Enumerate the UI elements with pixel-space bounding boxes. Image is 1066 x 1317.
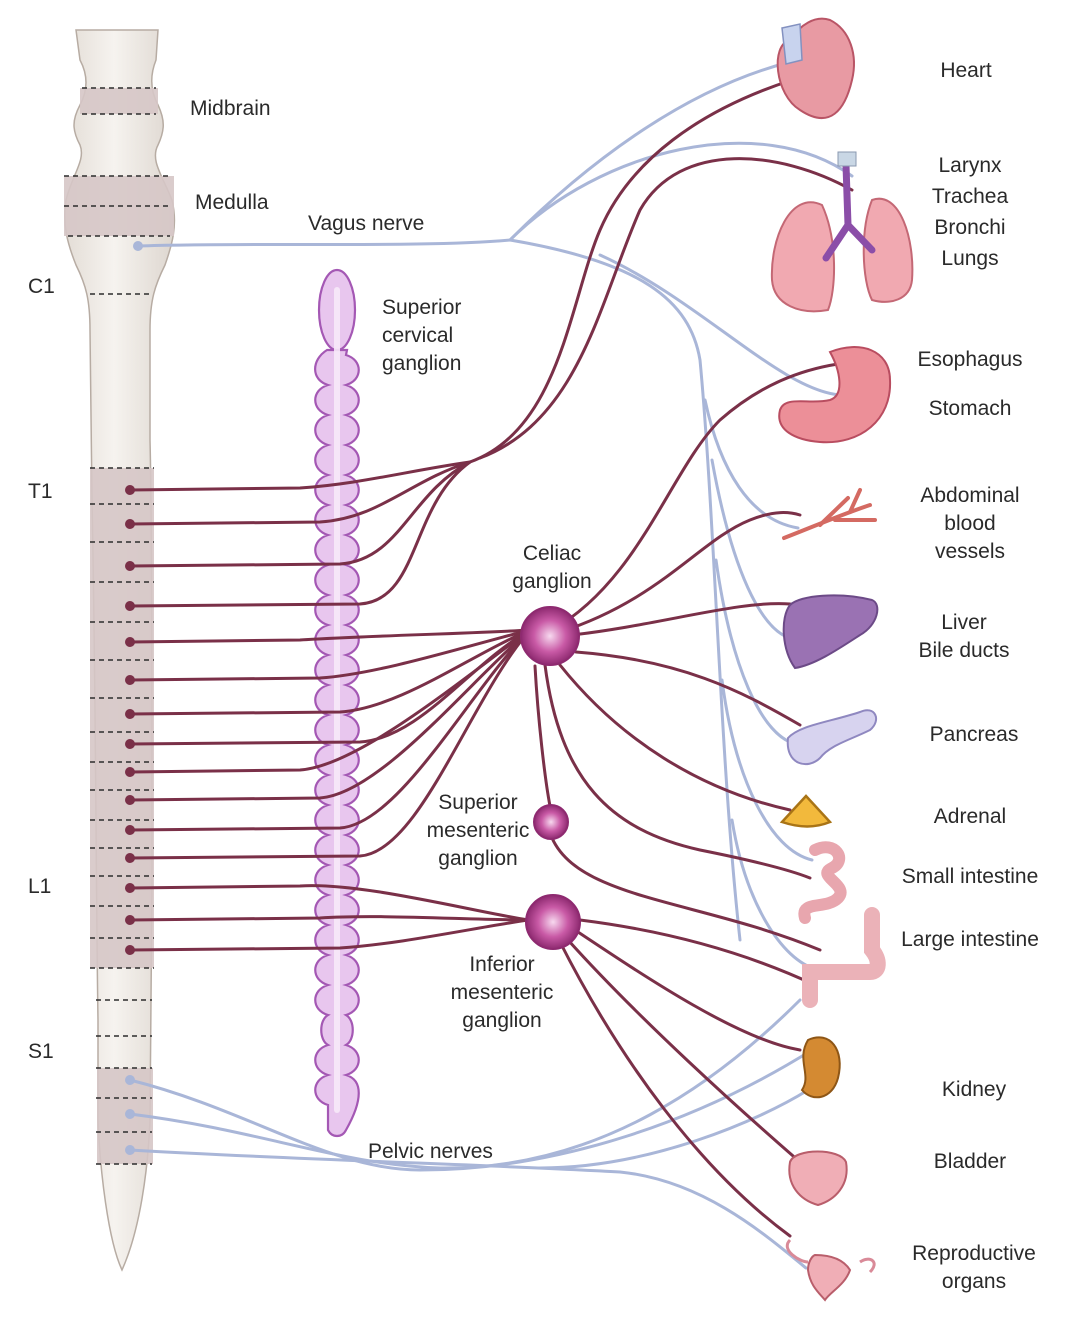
sympathetic-chain bbox=[315, 270, 359, 1136]
celiac-to-pancreas bbox=[576, 652, 800, 725]
heart-icon bbox=[778, 19, 854, 118]
label-lungs: Larynx bbox=[938, 154, 1002, 177]
label-inferior-mesenteric: ganglion bbox=[462, 1009, 541, 1032]
label-superior-cervical: cervical bbox=[382, 324, 453, 347]
preganglionic-origin-dot bbox=[125, 767, 135, 777]
label-stomach: Stomach bbox=[929, 397, 1012, 420]
label-inferior-mesenteric: Inferior bbox=[469, 953, 534, 976]
label-large-intestine: Large intestine bbox=[901, 928, 1039, 951]
label-inferior-mesenteric: mesenteric bbox=[451, 981, 554, 1004]
liver-icon bbox=[784, 595, 878, 668]
pancreas-icon bbox=[788, 710, 876, 764]
preganglionic-origin-dot bbox=[125, 853, 135, 863]
infmes-to-bladder bbox=[568, 940, 800, 1162]
vagus-to-heart bbox=[510, 62, 790, 240]
label-lungs: Trachea bbox=[932, 185, 1009, 208]
label-superior-cervical: ganglion bbox=[382, 352, 461, 375]
label-vagus-nerve: Vagus nerve bbox=[308, 212, 424, 235]
preganglionic-origin-dot bbox=[125, 675, 135, 685]
sympathetic-nerves bbox=[130, 80, 852, 1236]
label-lungs: Bronchi bbox=[934, 216, 1005, 239]
label-superior-cervical: Superior bbox=[382, 296, 461, 319]
pelvic-origin-dot-2 bbox=[125, 1109, 135, 1119]
preganglionic-origin-dot bbox=[125, 485, 135, 495]
pelvic-origin-dot-1 bbox=[125, 1075, 135, 1085]
label-superior-mesenteric: ganglion bbox=[438, 847, 517, 870]
label-superior-mesenteric: Superior bbox=[438, 791, 517, 814]
label-lungs: Lungs bbox=[941, 247, 998, 270]
label-liver: Bile ducts bbox=[918, 639, 1009, 662]
celiac-to-small-intestine bbox=[545, 665, 810, 878]
label-vessels: vessels bbox=[935, 540, 1005, 563]
label-reproductive: organs bbox=[942, 1270, 1006, 1293]
bladder-icon bbox=[789, 1152, 846, 1206]
label-l1: L1 bbox=[28, 875, 51, 898]
supmes-to-large-intestine bbox=[552, 838, 820, 950]
label-stomach: Esophagus bbox=[917, 348, 1022, 371]
preganglionic-origin-dot bbox=[125, 709, 135, 719]
label-celiac: ganglion bbox=[512, 570, 591, 593]
label-celiac: Celiac bbox=[523, 542, 581, 565]
preganglionic-origin-dot bbox=[125, 601, 135, 611]
preganglionic-origin-dot bbox=[125, 883, 135, 893]
thoracolumbar-segment bbox=[90, 468, 154, 968]
pelvic-origin-dot-3 bbox=[125, 1145, 135, 1155]
label-pelvic-nerves: Pelvic nerves bbox=[368, 1140, 493, 1163]
midbrain-segment bbox=[80, 88, 158, 114]
label-adrenal: Adrenal bbox=[934, 805, 1006, 828]
label-s1: S1 bbox=[28, 1040, 54, 1063]
vagus-to-large-intestine bbox=[732, 820, 818, 970]
preganglionic-origin-dot bbox=[125, 637, 135, 647]
label-midbrain: Midbrain bbox=[190, 97, 271, 120]
label-pancreas: Pancreas bbox=[930, 723, 1019, 746]
preganglionic-origin-dot bbox=[125, 519, 135, 529]
preganglionic-origin-dot bbox=[125, 795, 135, 805]
label-bladder: Bladder bbox=[934, 1150, 1006, 1173]
preganglionic-fiber bbox=[130, 462, 470, 566]
superior-mesenteric-ganglion bbox=[534, 805, 568, 839]
large-intestine-icon bbox=[810, 915, 878, 1000]
label-t1: T1 bbox=[28, 480, 53, 503]
infmes-to-reproductive bbox=[560, 942, 790, 1236]
vagus-origin-dot bbox=[133, 241, 143, 251]
kidney-icon bbox=[802, 1037, 840, 1097]
label-liver: Liver bbox=[941, 611, 987, 634]
organs bbox=[772, 19, 913, 1300]
label-small-intestine: Small intestine bbox=[902, 865, 1039, 888]
label-kidney: Kidney bbox=[942, 1078, 1007, 1101]
label-superior-mesenteric: mesenteric bbox=[427, 819, 530, 842]
label-medulla: Medulla bbox=[195, 191, 269, 214]
preganglionic-origin-dot bbox=[125, 915, 135, 925]
preganglionic-origin-dot bbox=[125, 561, 135, 571]
label-reproductive: Reproductive bbox=[912, 1242, 1036, 1265]
celiac-ganglion bbox=[521, 607, 579, 665]
preganglionic-origin-dot bbox=[125, 739, 135, 749]
spinal-cord bbox=[64, 30, 174, 1270]
celiac-to-adrenal bbox=[560, 665, 790, 810]
vagus-nerve-trunk bbox=[138, 240, 510, 246]
label-c1: C1 bbox=[28, 275, 55, 298]
inferior-mesenteric-ganglion bbox=[526, 895, 580, 949]
prevertebral-ganglia bbox=[521, 607, 580, 949]
label-vessels: blood bbox=[944, 512, 995, 535]
preganglionic-origin-dot bbox=[125, 945, 135, 955]
preganglionic-origin-dot bbox=[125, 825, 135, 835]
reproductive-organs-icon bbox=[787, 1240, 874, 1300]
lungs-icon bbox=[772, 152, 913, 311]
label-vessels: Abdominal bbox=[920, 484, 1019, 507]
infmes-to-large-intestine bbox=[580, 920, 815, 985]
label-heart: Heart bbox=[940, 59, 992, 82]
